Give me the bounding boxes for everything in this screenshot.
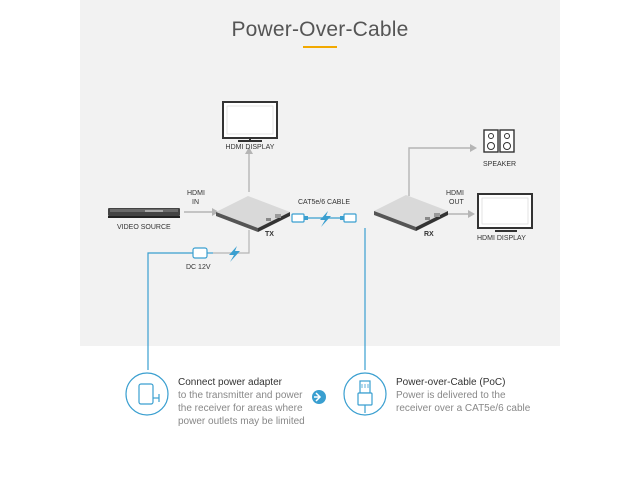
label-hdmi-display-top: HDMI DISPLAY [225,144,275,151]
label-tx: TX [265,231,274,238]
label-cable: CAT5e/6 CABLE [298,199,351,206]
power-lines [147,217,366,370]
title-underline [303,46,337,48]
caption-left: Connect power adapter to the transmitter… [178,376,305,428]
caption-left-line: power outlets may be limited [178,416,305,427]
rj45-plug-icon [343,372,387,416]
receiver-icon [374,195,448,231]
label-hdmi-display-right: HDMI DISPLAY [477,235,526,242]
lightning-icon [320,211,331,227]
cable-connector-icon [291,213,357,223]
caption-right-line: receiver over a CAT5e/6 cable [396,403,531,414]
caption-right-line: Power is delivered to the [396,390,506,401]
speaker-icon [483,129,515,153]
label-video-source: VIDEO SOURCE [117,224,171,231]
connection-lines [184,147,470,215]
arrow-right-circle-icon [312,390,326,404]
label-speaker: SPEAKER [483,161,517,168]
power-adapter-icon [192,247,213,259]
video-source-icon [108,208,180,218]
arrow-heads [212,144,477,218]
label-hdmi-in-2: IN [192,199,199,206]
label-hdmi-out-1: HDMI [446,190,464,197]
caption-right-heading: Power-over-Cable (PoC) [396,377,506,388]
label-dc: DC 12V [186,264,211,271]
tv-icon [477,193,533,232]
label-hdmi-in-1: HDMI [187,190,205,197]
lightning-icon [229,246,240,262]
tv-icon [222,101,278,142]
caption-left-line: the receiver for areas where [178,403,303,414]
label-hdmi-out-2: OUT [449,199,464,206]
caption-left-heading: Connect power adapter [178,377,282,388]
caption-right: Power-over-Cable (PoC) Power is delivere… [396,376,530,415]
label-rx: RX [424,231,434,238]
caption-left-line: to the transmitter and power [178,390,303,401]
diagram-title: Power-Over-Cable [231,18,409,41]
transmitter-icon [216,196,290,232]
diagram-panel [80,0,560,346]
power-adapter-icon [125,372,169,416]
